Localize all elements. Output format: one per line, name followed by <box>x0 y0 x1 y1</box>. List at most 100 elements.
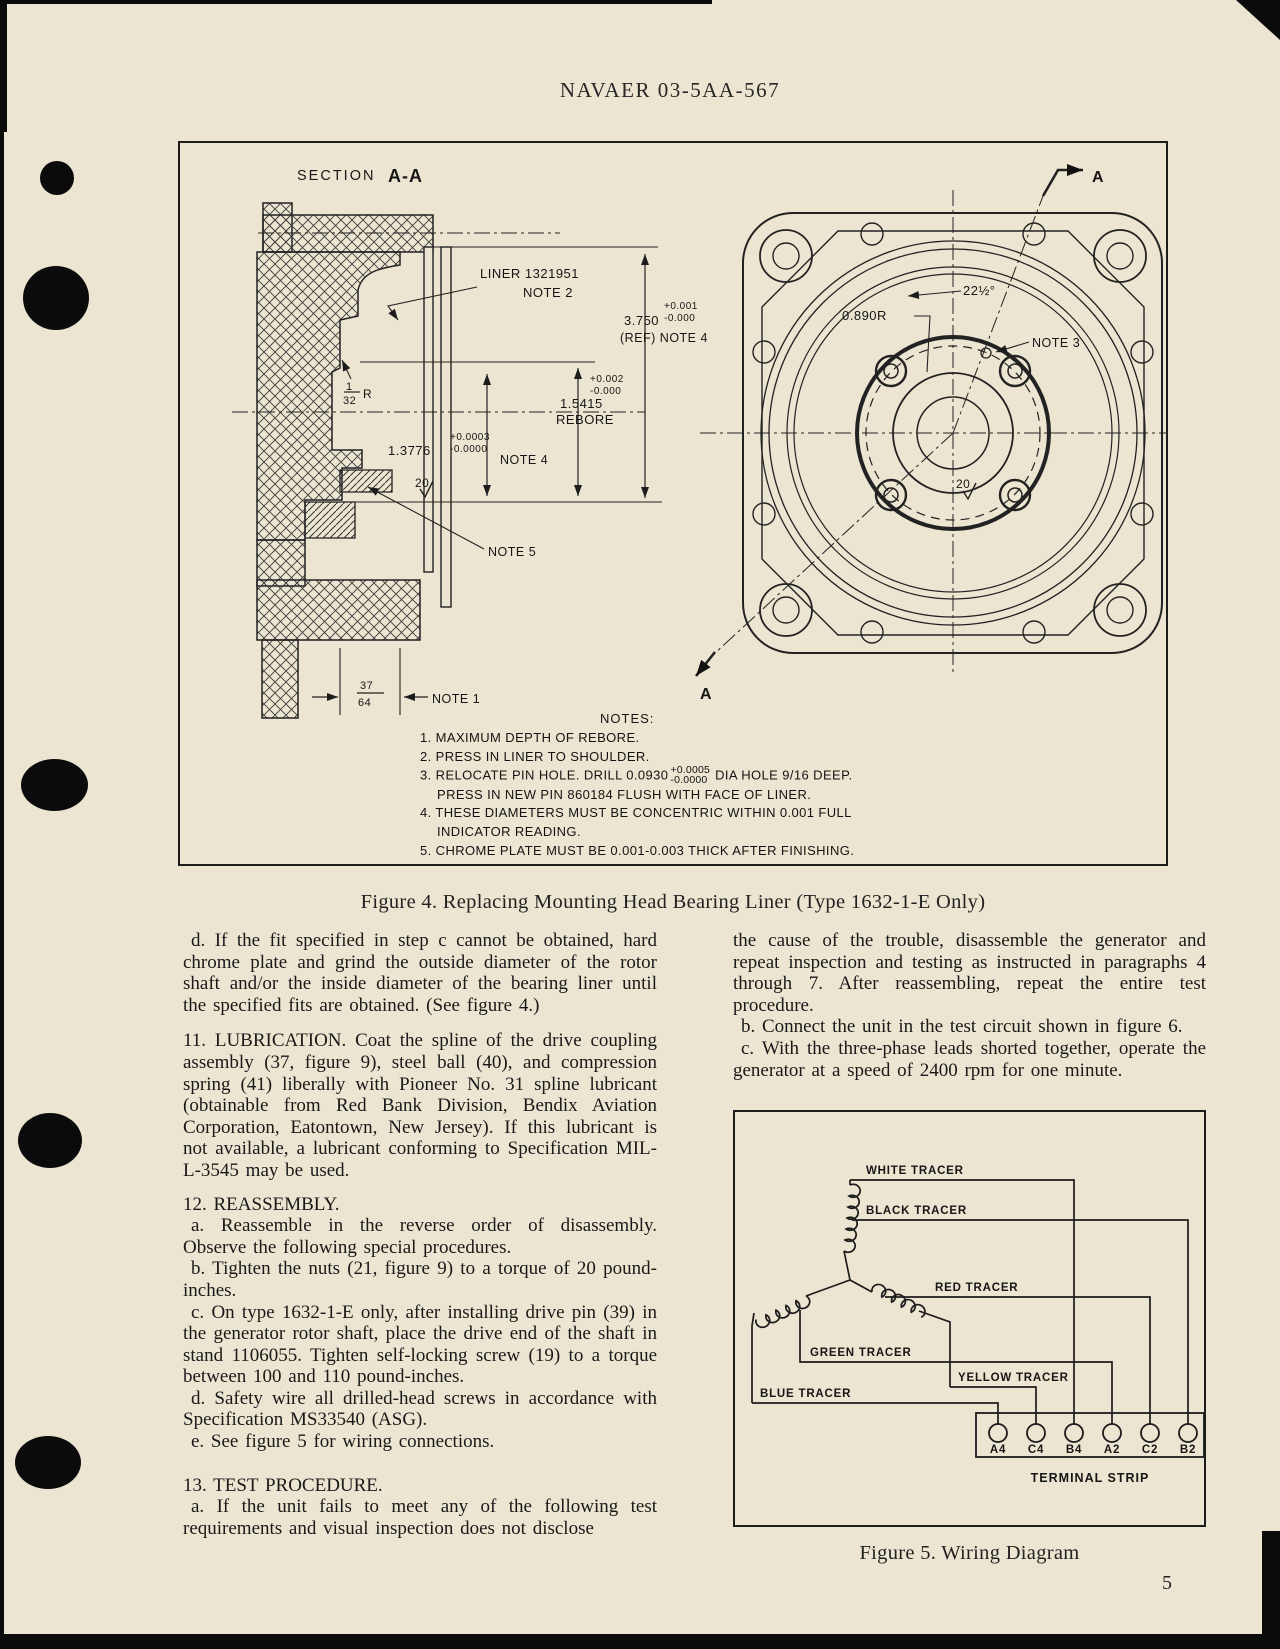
front-view <box>694 164 1208 677</box>
note5-label: NOTE 5 <box>488 545 536 559</box>
note5-leader-line <box>367 486 485 550</box>
paragraph-13a: a. If the unit fails to meet any of the … <box>183 1496 657 1539</box>
terminal-strip-label: TERMINAL STRIP <box>1031 1471 1150 1485</box>
note-3: 3. RELOCATE PIN HOLE. DRILL 0.0930+0.000… <box>420 764 853 786</box>
terminal-a4: A4 <box>990 1444 1006 1456</box>
paragraph-12c: c. On type 1632-1-E only, after installi… <box>183 1301 657 1388</box>
bearing-liner <box>423 246 434 573</box>
figure4-caption: Figure 4. Replacing Mounting Head Bearin… <box>360 891 986 913</box>
note3-tol-minus: -0.0000 <box>670 773 708 786</box>
red-tracer-lead <box>885 1296 1151 1424</box>
scan-edge-left-thick <box>0 0 7 132</box>
white-tracer-label: WHITE TRACER <box>866 1165 964 1177</box>
paragraph-13b: b. Connect the unit in the test circuit … <box>741 1016 1183 1038</box>
figure4-border <box>178 141 1168 866</box>
paragraph-step-d: d. If the fit specified in step c cannot… <box>183 930 657 1016</box>
punch-hole-dot <box>21 759 88 811</box>
terminal-b4: B4 <box>1066 1444 1082 1456</box>
right-column: the cause of the trouble, disassemble th… <box>733 930 1206 1081</box>
figure5-border <box>733 1110 1206 1527</box>
note3-tol-plus: +0.0005 <box>670 764 711 777</box>
left-column: d. If the fit specified in step c cannot… <box>183 930 657 1539</box>
frac-64: 64 <box>358 697 371 709</box>
note-2: 2. PRESS IN LINER TO SHOULDER. <box>420 748 650 764</box>
terminal-c2: C2 <box>1142 1444 1158 1456</box>
heading-13-test-procedure: 13. TEST PROCEDURE. <box>183 1474 383 1496</box>
surface-finish-mark-right <box>962 482 977 501</box>
phase-coil-top <box>843 1180 862 1281</box>
yellow-tracer-lead <box>950 1386 1037 1424</box>
dim-13776-minus: -0.0000 <box>450 444 487 455</box>
note1-label: NOTE 1 <box>432 692 480 706</box>
red-tracer-label: RED TRACER <box>935 1282 1018 1294</box>
scan-edge-right <box>1262 1531 1280 1649</box>
dim-15415-rebore: REBORE <box>556 412 614 427</box>
screw-heads <box>874 354 1032 512</box>
surface-finish-mark-left <box>419 480 434 499</box>
blue-tracer-label: BLUE TRACER <box>760 1388 851 1400</box>
figure5-panel: WHITE TRACER BLACK TRACER RED TRACER GRE… <box>733 1110 1206 1527</box>
punch-hole-dot <box>23 266 89 330</box>
terminal-c4: C4 <box>1028 1444 1044 1456</box>
heading-12-reassembly: 12. REASSEMBLY. <box>183 1193 340 1215</box>
black-tracer-label: BLACK TRACER <box>866 1205 967 1217</box>
dim-13776-plus: +0.0003 <box>450 432 490 443</box>
figure5-caption: Figure 5. Wiring Diagram <box>859 1542 1080 1564</box>
scan-corner-top-right <box>1236 0 1280 40</box>
terminal-posts <box>988 1423 1198 1443</box>
scan-edge-bottom <box>0 1634 1280 1649</box>
corner-mount-holes <box>759 229 1147 637</box>
finish-20-right: 20 <box>956 477 970 491</box>
radius-label: 0.890R <box>842 308 887 323</box>
dim-15415-plus: +0.002 <box>590 374 624 385</box>
yellow-tracer-label: YELLOW TRACER <box>958 1372 1069 1384</box>
terminal-b2: B2 <box>1180 1444 1196 1456</box>
phase-coil-right <box>849 1279 951 1387</box>
fillet-denominator: 32 <box>343 395 356 407</box>
fillet-leader-line <box>341 359 352 380</box>
terminal-strip <box>975 1412 1205 1458</box>
paragraph-12a: a. Reassemble in the reverse order of di… <box>183 1215 657 1258</box>
dim-3750: 3.750 <box>624 313 659 328</box>
paragraph-12b: b. Tighten the nuts (21, figure 9) to a … <box>183 1258 657 1301</box>
finish-20-left: 20 <box>415 476 429 490</box>
notes-title: NOTES: <box>600 711 655 726</box>
paragraph-13c: c. With the three-phase leads shorted to… <box>733 1037 1206 1081</box>
page-number: 5 <box>1162 1572 1172 1594</box>
paragraph-11-lubrication: 11. LUBRICATION. Coat the spline of the … <box>183 1030 657 1181</box>
paragraph-12e: e. See figure 5 for wiring connections. <box>191 1431 495 1453</box>
punch-hole-dot <box>40 161 74 195</box>
liner-label: LINER 1321951 <box>480 266 579 281</box>
figure4-notes: NOTES: 1. MAXIMUM DEPTH OF REBORE. 2. PR… <box>420 710 900 861</box>
green-tracer-lead <box>799 1310 1113 1424</box>
section-letter-top: A <box>1092 169 1104 186</box>
section-arrow-bottom <box>694 651 717 677</box>
scan-edge-top <box>0 0 712 4</box>
note-5: 5. CHROME PLATE MUST BE 0.001-0.003 THIC… <box>420 843 855 859</box>
fillet-numerator: 1 <box>346 381 353 393</box>
frac-37: 37 <box>360 680 373 692</box>
note3-label: NOTE 3 <box>1032 336 1080 350</box>
fillet-radius: R <box>363 387 372 401</box>
terminal-a2: A2 <box>1104 1444 1120 1456</box>
section-label: SECTION <box>297 168 375 184</box>
punch-hole-dot <box>18 1113 82 1168</box>
section-line-bottom <box>712 432 954 656</box>
scan-edge-left <box>0 0 4 1649</box>
dim-15415: 1.5415 <box>560 396 603 411</box>
section-letter-bottom: A <box>700 686 712 703</box>
dim-13776-note4: NOTE 4 <box>500 453 548 467</box>
section-arrow-top <box>1041 164 1083 197</box>
note-4-continued: INDICATOR READING. <box>437 824 581 840</box>
paragraph-12d: d. Safety wire all drilled-head screws i… <box>183 1387 657 1431</box>
dim-15415-minus: -0.000 <box>590 386 621 397</box>
note-3-continued: PRESS IN NEW PIN 860184 FLUSH WITH FACE … <box>437 786 812 802</box>
pin-hole <box>980 347 992 359</box>
page-title: NAVAER 03-5AA-567 <box>559 78 781 102</box>
section-line-top <box>952 195 1044 434</box>
section-name: A-A <box>388 166 423 186</box>
dim-3750-minus: -0.000 <box>664 313 695 324</box>
rim-holes <box>752 222 1154 644</box>
white-tracer-lead <box>850 1179 1075 1424</box>
punch-hole-dot <box>15 1436 81 1489</box>
